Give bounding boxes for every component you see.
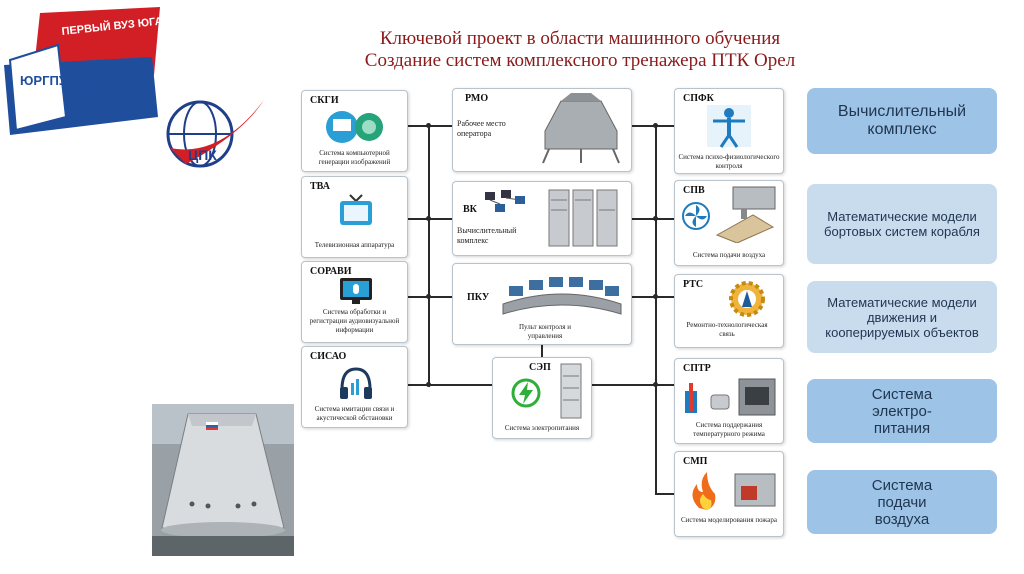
- cpk-logo-text: ЦПК: [188, 147, 217, 163]
- air-unit-icon: [715, 186, 776, 243]
- spacecraft-photo: [152, 404, 294, 556]
- npi-logo: ЮРГПУ НПИ ПЕРВЫЙ ВУЗ ЮГА РОССИИ!: [2, 5, 217, 140]
- title-line-2: Создание систем комплексного тренажера П…: [364, 50, 796, 71]
- box-tva[interactable]: ТВА Телевизионная аппаратура: [301, 176, 408, 258]
- fan-icon: [682, 202, 710, 230]
- control-console-icon: [502, 277, 622, 315]
- box-sptr-caption: Система поддержания температурного режим…: [693, 421, 765, 438]
- button-computing-complex-label: Вычислительный комплекс: [837, 103, 967, 138]
- headphones-icon: [340, 367, 372, 399]
- box-pku-caption: Пульт контроля и управления: [518, 323, 572, 340]
- box-sep-caption: Система электропитания: [504, 424, 580, 432]
- box-sisao-code: СИСАО: [310, 351, 347, 362]
- box-rmo[interactable]: РМО Рабочее место оператора: [452, 88, 632, 172]
- box-soravi-caption: Система обработки и регистрации аудиовиз…: [309, 308, 400, 334]
- monitor-globe-icon: [326, 111, 383, 143]
- box-spfk-code: СПФК: [683, 93, 714, 104]
- button-power-system-label: Система электро-питания: [871, 385, 933, 437]
- box-vk-caption: Вычислительный комплекс: [457, 226, 517, 245]
- button-air-supply[interactable]: Система подачи воздуха: [807, 470, 997, 534]
- box-rts-code: РТС: [683, 279, 704, 290]
- power-bolt-icon: [511, 378, 541, 408]
- box-smp-caption: Система моделирования пожара: [681, 516, 777, 524]
- box-spv-caption: Система подачи воздуха: [692, 251, 766, 259]
- tv-icon: [340, 194, 372, 225]
- box-sisao[interactable]: СИСАО Система имитации связи и акустичес…: [301, 346, 408, 428]
- box-sisao-caption: Система имитации связи и акустической об…: [314, 405, 395, 422]
- box-smp-code: СМП: [683, 456, 708, 467]
- human-body-icon: [707, 105, 751, 148]
- button-onboard-models-label: Математические модели бортовых систем ко…: [824, 209, 980, 239]
- box-smp[interactable]: СМП Система моделирования пожара: [674, 451, 784, 537]
- box-sep-code: СЭП: [529, 362, 551, 373]
- button-onboard-models[interactable]: Математические модели бортовых систем ко…: [807, 184, 997, 264]
- button-computing-complex[interactable]: Вычислительный комплекс: [807, 88, 997, 154]
- box-spv[interactable]: СПВ Система подачи воздуха: [674, 180, 784, 266]
- box-tva-code: ТВА: [310, 181, 330, 192]
- box-soravi[interactable]: СОРАВИ Система обработки и регистрации а…: [301, 261, 408, 343]
- box-spfk-caption: Система психо-физиологического контроля: [678, 153, 780, 170]
- network-cluster-icon: [485, 190, 525, 212]
- server-rack-icon: [548, 189, 618, 247]
- box-vk-code: ВК: [463, 204, 477, 215]
- box-sep[interactable]: СЭП Система электропитания: [492, 357, 592, 439]
- box-rts-caption: Ремонтно-технологическая связь: [686, 321, 768, 338]
- box-spfk[interactable]: СПФК Система психо-физиологического конт…: [674, 88, 784, 174]
- cpk-logo: ЦПК: [160, 88, 270, 176]
- button-motion-models-label: Математические модели движения и коопери…: [825, 294, 979, 340]
- box-sptr[interactable]: СПТР Система поддержания температурного …: [674, 358, 784, 444]
- fire-simulation-icon: [692, 472, 776, 510]
- npi-seal-text: ЮРГПУ НПИ: [20, 73, 99, 88]
- box-rts[interactable]: РТС Ремонтно-технологическая связь: [674, 274, 784, 348]
- box-pku-code: ПКУ: [467, 292, 490, 303]
- button-air-supply-label: Система подачи воздуха: [871, 476, 933, 528]
- box-rmo-caption: Рабочее место оператора: [457, 119, 506, 138]
- box-spv-code: СПВ: [683, 185, 705, 196]
- thermal-control-icon: [685, 378, 776, 416]
- power-cabinet-icon: [560, 363, 582, 419]
- box-skgi[interactable]: СКГИ Система компьютерной генерации изоб…: [301, 90, 408, 172]
- box-sptr-code: СПТР: [683, 363, 711, 374]
- operator-workstation-icon: [542, 93, 620, 164]
- button-power-system[interactable]: Система электро-питания: [807, 379, 997, 443]
- microphone-monitor-icon: [340, 278, 372, 304]
- box-soravi-code: СОРАВИ: [310, 266, 352, 277]
- title-line-1: Ключевой проект в области машинного обуч…: [379, 28, 781, 49]
- box-tva-caption: Телевизионная аппаратура: [314, 241, 395, 249]
- box-rmo-code: РМО: [465, 93, 489, 104]
- box-vk[interactable]: ВК Вычислительный комплекс: [452, 181, 632, 256]
- box-skgi-caption: Система компьютерной генерации изображен…: [318, 149, 391, 166]
- gear-tower-icon: [729, 281, 765, 317]
- button-motion-models[interactable]: Математические модели движения и коопери…: [807, 281, 997, 353]
- box-skgi-code: СКГИ: [310, 95, 339, 106]
- box-pku[interactable]: ПКУ Пульт контроля и управления: [452, 263, 632, 345]
